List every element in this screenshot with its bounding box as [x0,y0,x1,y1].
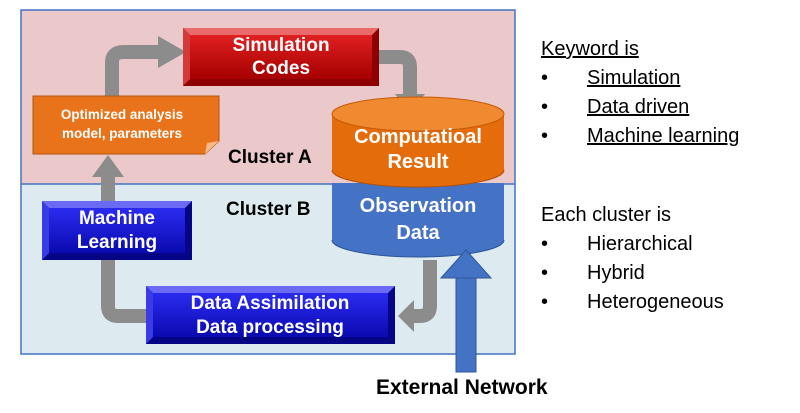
optimized-note-line2: model, parameters [62,126,182,141]
computational-result-line2: Result [387,151,448,173]
machine-learning-line1: Machine [79,208,155,229]
arrow-assimilation-to-note [101,175,148,323]
external-network-label: External Network [376,376,548,399]
cluster-border [20,9,516,355]
bullet-icon: • [541,125,549,147]
arrow-observation-to-assimilation-head [398,300,414,332]
observation-data-cylinder: Observation Data [331,183,505,258]
arrow-assimilation-to-note-head [92,155,124,177]
arrow-to-simulation [105,45,160,100]
data-assimilation-box: Data Assimilation Data processing [146,286,395,344]
cluster-trait-label: Hybrid [587,262,645,284]
keyword-item-label: Data driven [587,96,690,118]
computational-result-cylinder: Computatioal Result [331,96,505,188]
external-network-arrow [439,249,493,373]
machine-learning-box: Machine Learning [42,201,192,260]
cluster-trait-label: Heterogeneous [587,291,724,313]
simulation-codes-line1: Simulation [232,35,329,56]
bullet-icon: • [541,262,549,284]
data-assimilation-line1: Data Assimilation [191,293,350,314]
cluster-trait-label: Hierarchical [587,233,693,255]
arrow-to-simulation-head [158,36,186,68]
bullet-icon: • [541,233,549,255]
arrow-simulation-to-result [378,50,417,96]
arrow-observation-to-assimilation [412,260,437,323]
keyword-item-label: Machine learning [587,125,740,147]
simulation-codes-box: Simulation Codes [183,28,379,86]
simulation-codes-line2: Codes [252,58,310,79]
optimized-note-line1: Optimized analysis [61,107,183,122]
computational-result-line1: Computatioal [354,126,482,148]
optimized-analysis-note: Optimized analysis model, parameters [32,95,220,155]
cluster-a-label: Cluster A [228,147,312,168]
data-assimilation-line2: Data processing [196,317,344,338]
bullet-icon: • [541,96,549,118]
machine-learning-line2: Learning [77,232,157,253]
keyword-item-label: Simulation [587,67,681,89]
cluster-traits-heading: Each cluster is [541,204,672,226]
bullet-icon: • [541,291,549,313]
bullet-icon: • [541,67,549,89]
cluster-b-label: Cluster B [226,199,310,220]
observation-data-line1: Observation [360,195,477,217]
keywords-heading: Keyword is [541,38,639,60]
observation-data-line2: Data [396,222,440,244]
